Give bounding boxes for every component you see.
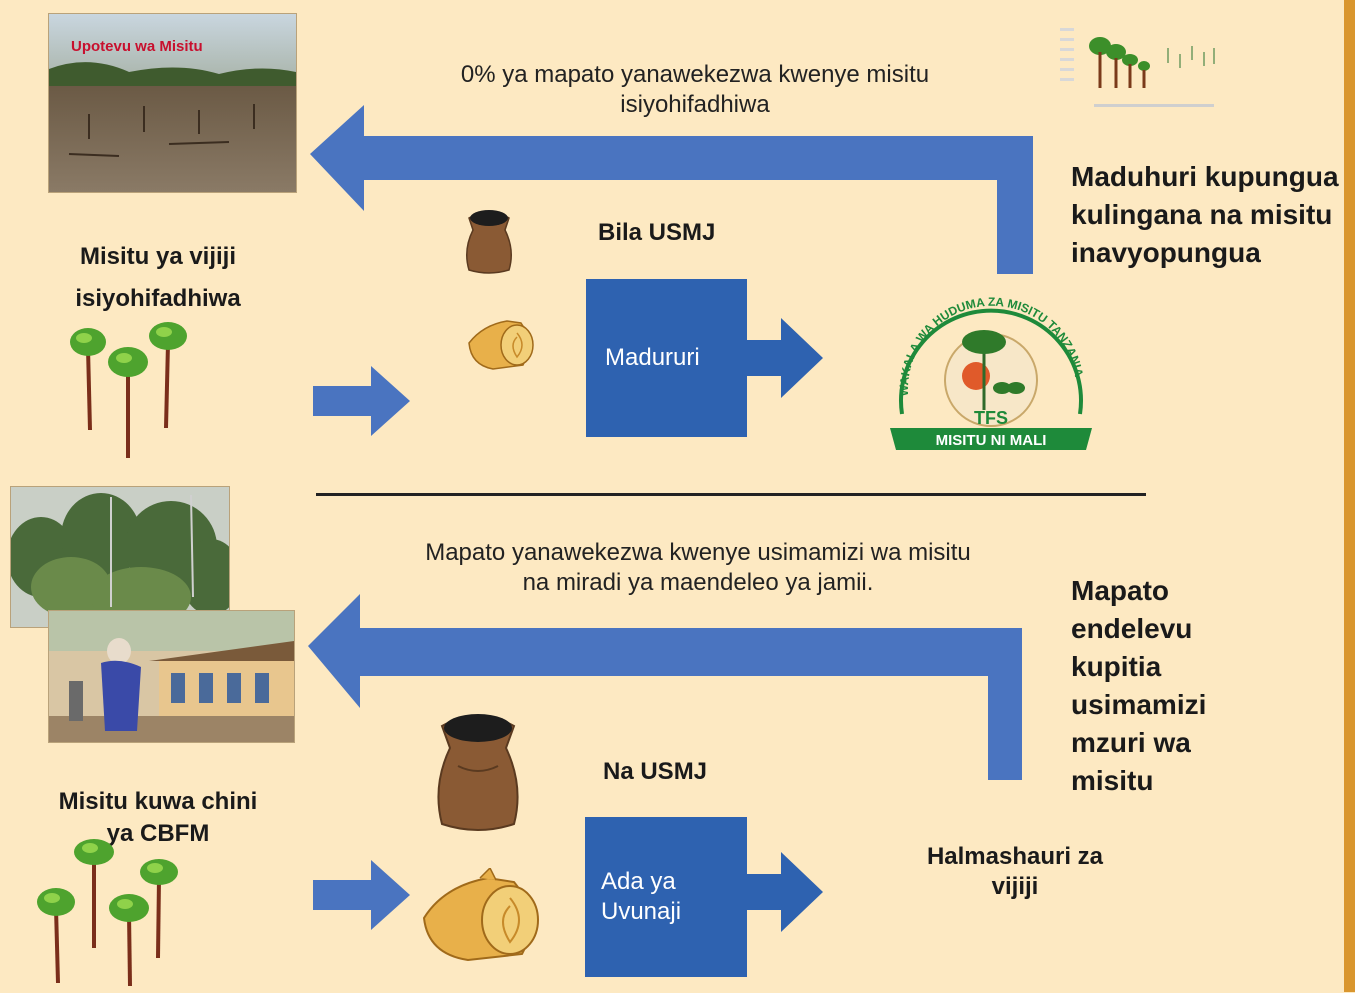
firewood-log-icon-large — [418, 866, 548, 968]
charcoal-sack-icon — [461, 206, 517, 276]
top-title: Bila USMJ — [598, 219, 716, 246]
logo-abbrev: TFS — [974, 408, 1008, 428]
bottom-fee-box: Ada ya Uvunaji — [585, 817, 747, 977]
community-photo — [48, 610, 295, 743]
tfs-logo: WAKALA WA HUDUMA ZA MISITU TANZANIA TFS … — [880, 284, 1102, 462]
firewood-log-icon — [463, 313, 539, 375]
forest-trees-icon-bottom — [34, 838, 194, 988]
charcoal-sack-icon-large — [428, 706, 528, 836]
top-right-text: Maduhuri kupungua kulingana na misitu in… — [1071, 161, 1339, 268]
top-box-arrow — [747, 318, 823, 398]
top-return-arrow — [310, 105, 1033, 274]
bottom-right-text: Mapato endelevu kupitia usimamizi mzuri … — [1071, 575, 1207, 796]
top-fee-box: Madururi — [586, 279, 747, 437]
top-input-arrow — [313, 366, 410, 436]
bottom-fee-box-label: Ada ya Uvunaji — [601, 868, 682, 925]
declining-trees-chart-icon — [1058, 18, 1223, 126]
page-edge-bar — [1344, 0, 1355, 992]
bottom-left-label: Misitu kuwa chini ya CBFM — [58, 788, 258, 847]
top-fee-box-label: Madururi — [605, 344, 700, 371]
forest-photo — [10, 486, 230, 628]
deforestation-label: Upotevu wa Misitu — [71, 38, 203, 55]
bottom-destination: Halmashauri za vijiji — [926, 843, 1104, 900]
section-divider — [316, 493, 1146, 496]
logo-banner: MISITU NI MALI — [936, 432, 1047, 449]
bottom-input-arrow — [313, 860, 410, 930]
top-left-label: Misitu ya vijiji isiyohifadhiwa — [75, 243, 241, 312]
bottom-title: Na USMJ — [603, 758, 708, 785]
top-caption: 0% ya mapato yanawekezwa kwenye misitu i… — [460, 61, 930, 118]
deforestation-photo: Upotevu wa Misitu — [48, 13, 297, 193]
bottom-box-arrow — [747, 852, 823, 932]
bottom-caption: Mapato yanawekezwa kwenye usimamizi wa m… — [425, 539, 971, 596]
forest-trees-icon — [68, 318, 198, 458]
bottom-return-arrow — [308, 594, 1022, 780]
